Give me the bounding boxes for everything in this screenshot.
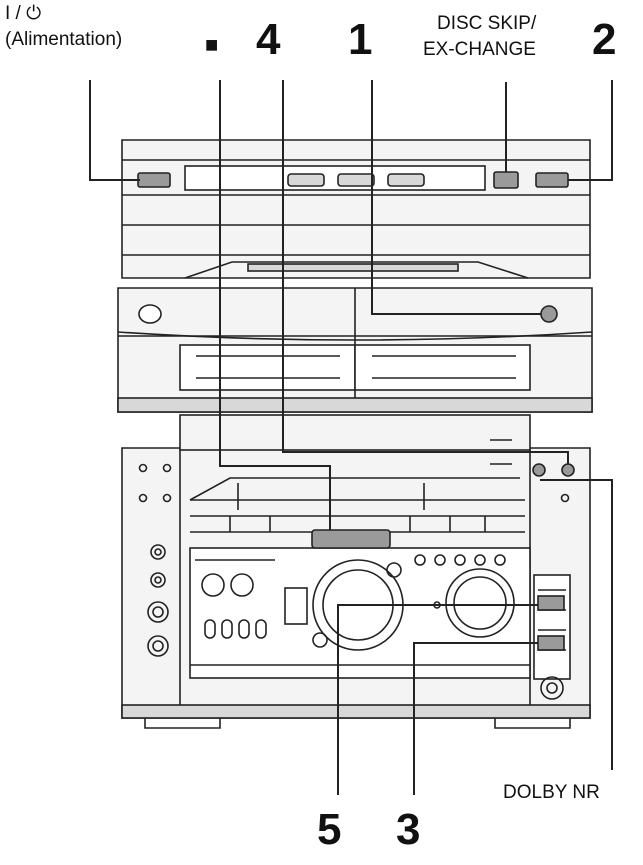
callout-number-4: 4 [256, 15, 281, 64]
button-1[interactable] [540, 305, 558, 323]
callout-4 [282, 80, 569, 464]
top-button-b[interactable] [337, 173, 375, 187]
disc-skip-label-line1: DISC SKIP/ [437, 13, 537, 34]
callout-lines [89, 80, 613, 795]
level-button-3[interactable] [537, 635, 565, 651]
dolby-nr-label: DOLBY NR [503, 782, 600, 803]
power-button[interactable] [137, 172, 171, 188]
power-symbol-label: I / ⏻ [5, 3, 42, 24]
disc-skip-label-line2: EX-CHANGE [423, 39, 536, 60]
callout-stop [219, 80, 331, 530]
level-button-5[interactable] [537, 595, 565, 611]
stop-symbol-label: ■ [205, 32, 219, 57]
cd-changer-unit [121, 139, 591, 279]
button-2[interactable] [535, 172, 569, 188]
tape-deck-unit [117, 287, 593, 413]
callout-3 [413, 642, 538, 795]
callout-2 [568, 80, 613, 181]
top-button-c[interactable] [387, 173, 425, 187]
callout-number-5: 5 [317, 805, 342, 854]
callout-number-2: 2 [592, 15, 617, 64]
stop-button[interactable] [311, 529, 391, 549]
callout-number-3: 3 [396, 805, 421, 854]
power-text-label: (Alimentation) [5, 29, 123, 50]
disc-skip-button[interactable] [493, 171, 519, 189]
dolby-nr-button[interactable] [532, 463, 546, 477]
top-button-a[interactable] [287, 173, 325, 187]
callout-5 [337, 604, 538, 795]
callout-1 [371, 80, 541, 315]
mode-dial-ring [453, 576, 507, 630]
callout-dolby [540, 479, 613, 770]
small-knob-b[interactable] [312, 632, 328, 648]
callout-number-1: 1 [348, 15, 373, 64]
small-knob-a[interactable] [386, 562, 402, 578]
button-4[interactable] [561, 463, 575, 477]
callout-power [89, 80, 140, 181]
mode-dial[interactable] [445, 568, 515, 638]
